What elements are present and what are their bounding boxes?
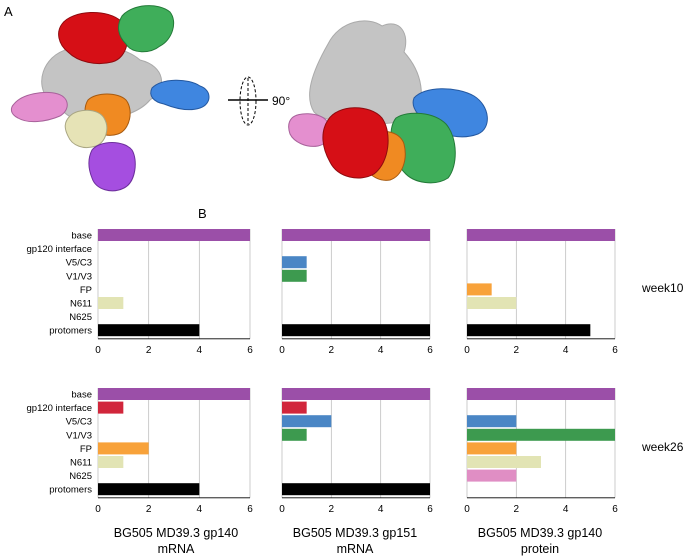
bar-panel: 0 2 4 6 — [279, 388, 433, 515]
x-tick-label: 2 — [146, 345, 152, 356]
x-tick-label: 0 — [464, 345, 470, 356]
column-title-3-line-1: BG505 MD39.3 gp140 — [478, 526, 602, 540]
x-tick-label: 4 — [378, 504, 384, 515]
x-tick-label: 6 — [427, 345, 433, 356]
x-tick-label: 2 — [329, 345, 335, 356]
bar-base — [467, 229, 615, 241]
x-tick-label: 6 — [247, 345, 253, 356]
category-label: V5/C3 — [66, 258, 92, 269]
bar-base — [282, 388, 430, 400]
category-label: FP — [80, 285, 92, 296]
row-label-week26: week26 — [641, 440, 684, 454]
x-tick-label: 0 — [95, 504, 101, 515]
bar-n611 — [467, 456, 541, 468]
x-tick-label: 6 — [247, 504, 253, 515]
column-title-2-line-2: mRNA — [337, 542, 374, 556]
bar-gp120-interface — [282, 401, 307, 414]
category-label: base — [71, 231, 92, 242]
bar-panel: 0 2 4 6 — [95, 229, 253, 356]
category-label: N611 — [70, 299, 92, 310]
category-label: V1/V3 — [66, 430, 92, 441]
bar-base — [98, 229, 250, 241]
bar-base — [467, 388, 615, 400]
density-pink-side — [288, 113, 330, 147]
bar-base — [98, 388, 250, 400]
row-label-week10: week10 — [641, 281, 684, 295]
category-label: protomers — [49, 326, 92, 337]
density-green-top — [118, 5, 175, 53]
bar-protomers — [98, 483, 200, 496]
x-tick-label: 2 — [514, 345, 520, 356]
bar-fp — [98, 442, 149, 455]
x-tick-label: 6 — [612, 504, 618, 515]
category-label: gp120 interface — [27, 244, 93, 255]
bar-v1-v3 — [467, 428, 615, 441]
x-tick-label: 4 — [197, 504, 203, 515]
density-red-side — [322, 107, 389, 179]
x-tick-label: 0 — [95, 345, 101, 356]
rotation-label: 90° — [272, 94, 290, 108]
x-tick-label: 6 — [427, 504, 433, 515]
category-label: N611 — [70, 458, 92, 469]
bar-v5-c3 — [282, 415, 332, 428]
x-tick-label: 2 — [146, 504, 152, 515]
category-label: base — [71, 390, 92, 401]
x-tick-label: 4 — [563, 504, 569, 515]
bar-panel: 0 2 4 6 — [279, 229, 433, 356]
category-label: N625 — [69, 471, 92, 482]
bar-n611 — [467, 297, 517, 309]
density-red — [58, 11, 128, 65]
category-label: V1/V3 — [66, 271, 92, 282]
env-trimer-density-top-view — [10, 5, 210, 192]
bar-v1-v3 — [282, 428, 307, 441]
column-title-1-line-1: BG505 MD39.3 gp140 — [114, 526, 238, 540]
bar-n625 — [467, 469, 517, 482]
bar-panel: 0 2 4 6 — [464, 229, 618, 356]
column-title-1-line-2: mRNA — [158, 542, 195, 556]
bar-protomers — [282, 483, 430, 496]
x-tick-label: 0 — [279, 504, 285, 515]
bar-panel: 0 2 4 6 — [95, 388, 253, 515]
density-cream — [64, 109, 108, 149]
bar-fp — [467, 442, 517, 455]
x-tick-label: 4 — [563, 345, 569, 356]
bar-panel: 0 2 4 6 — [464, 388, 618, 515]
x-tick-label: 2 — [514, 504, 520, 515]
bar-base — [282, 229, 430, 241]
bar-protomers — [98, 324, 200, 337]
x-tick-label: 0 — [464, 504, 470, 515]
category-label: FP — [80, 444, 92, 455]
x-tick-label: 2 — [329, 504, 335, 515]
x-tick-label: 0 — [279, 345, 285, 356]
x-tick-label: 4 — [378, 345, 384, 356]
density-blue-right — [150, 79, 210, 111]
density-pink — [10, 91, 68, 123]
category-label: N625 — [69, 312, 92, 323]
column-title-2-line-1: BG505 MD39.3 gp151 — [293, 526, 417, 540]
bar-gp120-interface — [98, 401, 124, 414]
x-tick-label: 4 — [197, 345, 203, 356]
bar-n611 — [98, 297, 124, 309]
rotation-arrow-icon — [239, 76, 257, 126]
env-trimer-density-side-view — [288, 20, 488, 184]
rotation-indicator: 90° — [228, 76, 290, 126]
bar-protomers — [467, 324, 591, 337]
panel-a-label: A — [4, 4, 13, 19]
bar-v5-c3 — [467, 415, 517, 428]
x-tick-label: 6 — [612, 345, 618, 356]
bar-protomers — [282, 324, 430, 337]
panel-b-label: B — [198, 206, 207, 221]
bar-v1-v3 — [282, 269, 307, 282]
category-label: gp120 interface — [27, 403, 93, 414]
bar-n611 — [98, 456, 124, 468]
category-label: protomers — [49, 485, 92, 496]
column-title-3-line-2: protein — [521, 542, 559, 556]
category-label: V5/C3 — [66, 417, 92, 428]
bar-fp — [467, 283, 492, 296]
density-purple — [88, 142, 136, 192]
bar-v5-c3 — [282, 256, 307, 269]
